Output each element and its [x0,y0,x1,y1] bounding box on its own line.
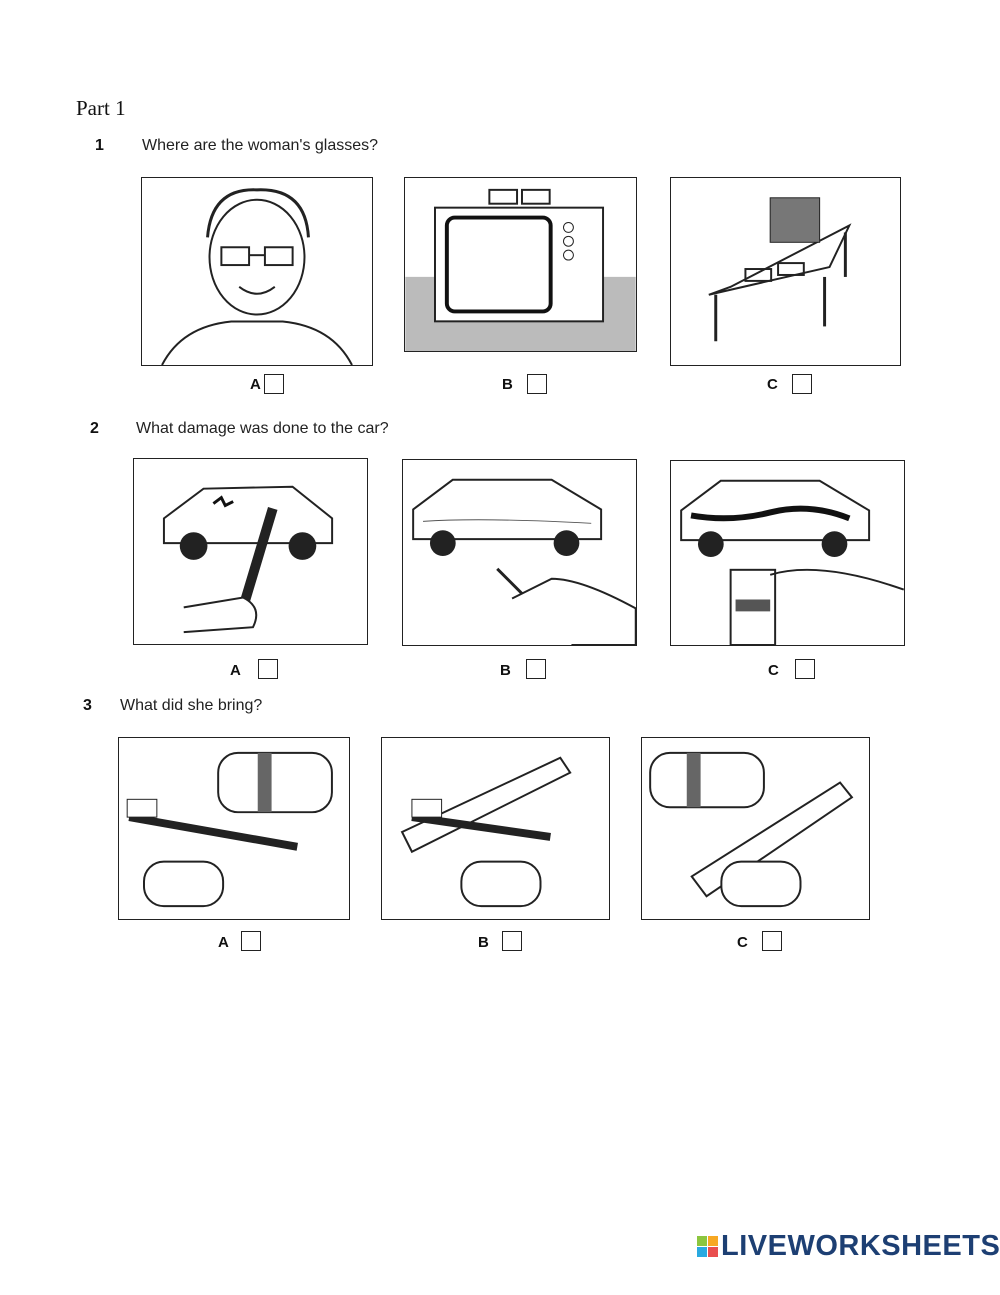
question-2-text: What damage was done to the car? [136,420,389,437]
question-3-number: 3 [83,697,92,714]
question-1-text: Where are the woman's glasses? [142,137,379,154]
question-1-number: 1 [95,137,104,154]
answer-checkbox-1a[interactable] [264,374,284,394]
answer-checkbox-1c[interactable] [792,374,812,394]
logo-squares-icon [697,1236,718,1257]
picture-1b-glasses-on-tv [404,177,637,352]
liveworksheets-logo[interactable]: LIVEWORKSHEETS [697,1230,1000,1263]
answer-checkbox-2b[interactable] [526,659,546,679]
answer-checkbox-3b[interactable] [502,931,522,951]
answer-checkbox-2a[interactable] [258,659,278,679]
option-label-2c: C [768,662,779,679]
option-label-3b: B [478,934,489,951]
picture-1c-glasses-on-table [670,177,901,366]
option-label-3c: C [737,934,748,951]
picture-3a-toothbrush-towel-soap [118,737,350,920]
picture-2a-broken-window-bat [133,458,368,645]
picture-1a-woman-wearing-glasses [141,177,373,366]
answer-checkbox-3a[interactable] [241,931,261,951]
logo-text: LIVEWORKSHEETS [721,1230,1000,1262]
question-2-number: 2 [90,420,99,437]
picture-2b-scratched-with-keys [402,459,637,646]
picture-2c-spray-painted [670,460,905,646]
answer-checkbox-1b[interactable] [527,374,547,394]
answer-checkbox-3c[interactable] [762,931,782,951]
option-label-2a: A [230,662,241,679]
option-label-1c: C [767,376,778,393]
answer-checkbox-2c[interactable] [795,659,815,679]
picture-3b-toothbrush-toothpaste-soap [381,737,610,920]
part-title: Part 1 [76,96,126,120]
question-3-text: What did she bring? [120,697,263,714]
option-label-1b: B [502,376,513,393]
option-label-3a: A [218,934,229,951]
option-label-2b: B [500,662,511,679]
picture-3c-towel-toothpaste-soap [641,737,870,920]
option-label-1a: A [250,376,261,393]
